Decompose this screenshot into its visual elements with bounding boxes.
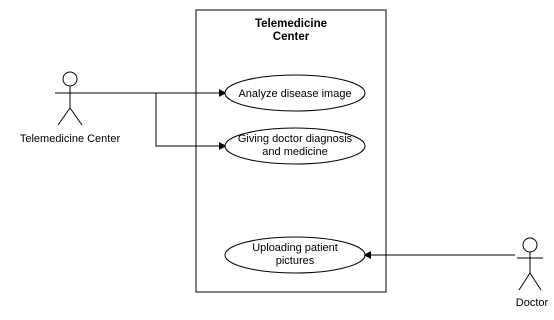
system-title-line1: Telemedicine bbox=[255, 18, 327, 30]
actor-left-leg bbox=[518, 272, 531, 291]
actor-left-leg bbox=[57, 107, 71, 126]
actor-head bbox=[522, 237, 538, 253]
actor-telemedicine-center-label: Telemedicine Center bbox=[20, 133, 121, 145]
actor-right-leg bbox=[529, 272, 542, 291]
use-case-giving[interactable]: Giving doctor diagnosis and medicine bbox=[224, 127, 366, 165]
system-title-line2: Center bbox=[273, 31, 310, 43]
use-case-analyze-label: Analyze disease image bbox=[238, 88, 351, 100]
use-case-giving-label-line2: and medicine bbox=[262, 146, 327, 158]
use-case-uploading-label-line1: Uploading patient bbox=[252, 242, 338, 254]
actor-telemedicine-center[interactable] bbox=[55, 71, 85, 126]
use-case-analyze[interactable]: Analyze disease image bbox=[224, 74, 366, 112]
use-case-ellipse bbox=[224, 74, 366, 112]
actor-doctor-label: Doctor bbox=[516, 297, 549, 309]
use-case-giving-label-line1: Giving doctor diagnosis bbox=[238, 133, 353, 145]
use-case-uploading[interactable]: Uploading patient pictures bbox=[224, 236, 366, 274]
connector-to-giving bbox=[155, 93, 227, 150]
system-boundary bbox=[195, 9, 387, 293]
use-case-ellipse bbox=[224, 127, 366, 165]
actor-head bbox=[62, 71, 78, 87]
actor-right-leg bbox=[69, 107, 83, 126]
actor-doctor[interactable] bbox=[517, 237, 543, 291]
use-case-ellipse bbox=[224, 236, 366, 274]
use-case-uploading-label-line2: pictures bbox=[276, 255, 315, 267]
